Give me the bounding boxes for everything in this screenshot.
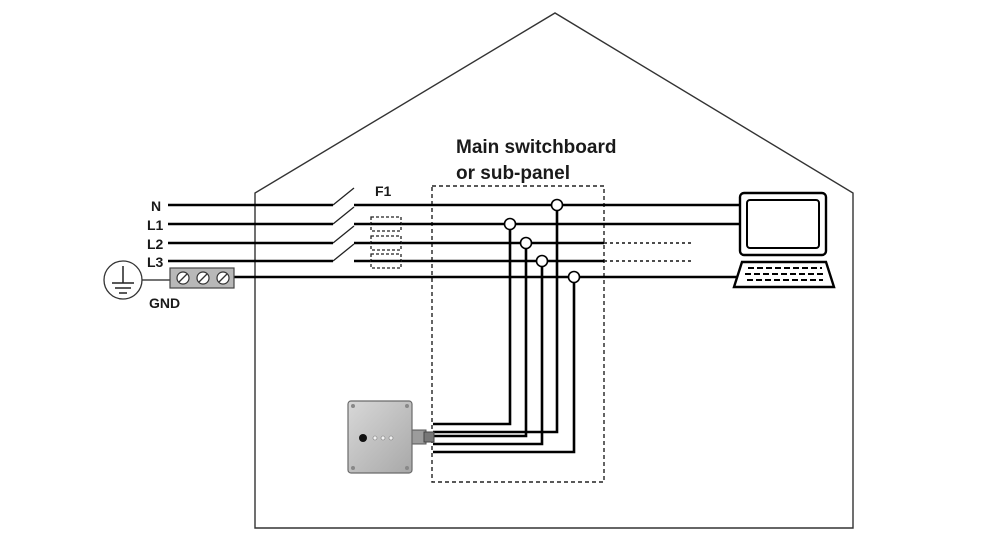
cable-gland	[411, 429, 435, 445]
tap-junctions	[503, 198, 581, 284]
switchboard-enclosure	[431, 185, 605, 483]
panel-title-line1: Main switchboard	[456, 137, 616, 158]
panel-title-line2: or sub-panel	[456, 163, 570, 184]
wire-label-l1: L1	[147, 217, 164, 233]
wire-label-n: N	[151, 198, 161, 214]
fuse-f1	[370, 216, 402, 269]
device-status-led	[359, 434, 367, 442]
house-outline	[254, 12, 854, 529]
ground-terminal-block	[169, 267, 235, 289]
wire-label-l2: L2	[147, 236, 164, 252]
wire-label-l3: L3	[147, 254, 164, 270]
main-switch	[332, 187, 355, 262]
distribution-wires	[234, 203, 740, 279]
device-cables	[433, 205, 576, 454]
incoming-wires	[168, 203, 333, 263]
computer-icon	[732, 191, 836, 289]
wire-label-gnd: GND	[149, 295, 180, 311]
monitoring-device	[347, 400, 413, 474]
fuse-label: F1	[375, 183, 392, 199]
earth-ground-icon	[103, 260, 143, 300]
